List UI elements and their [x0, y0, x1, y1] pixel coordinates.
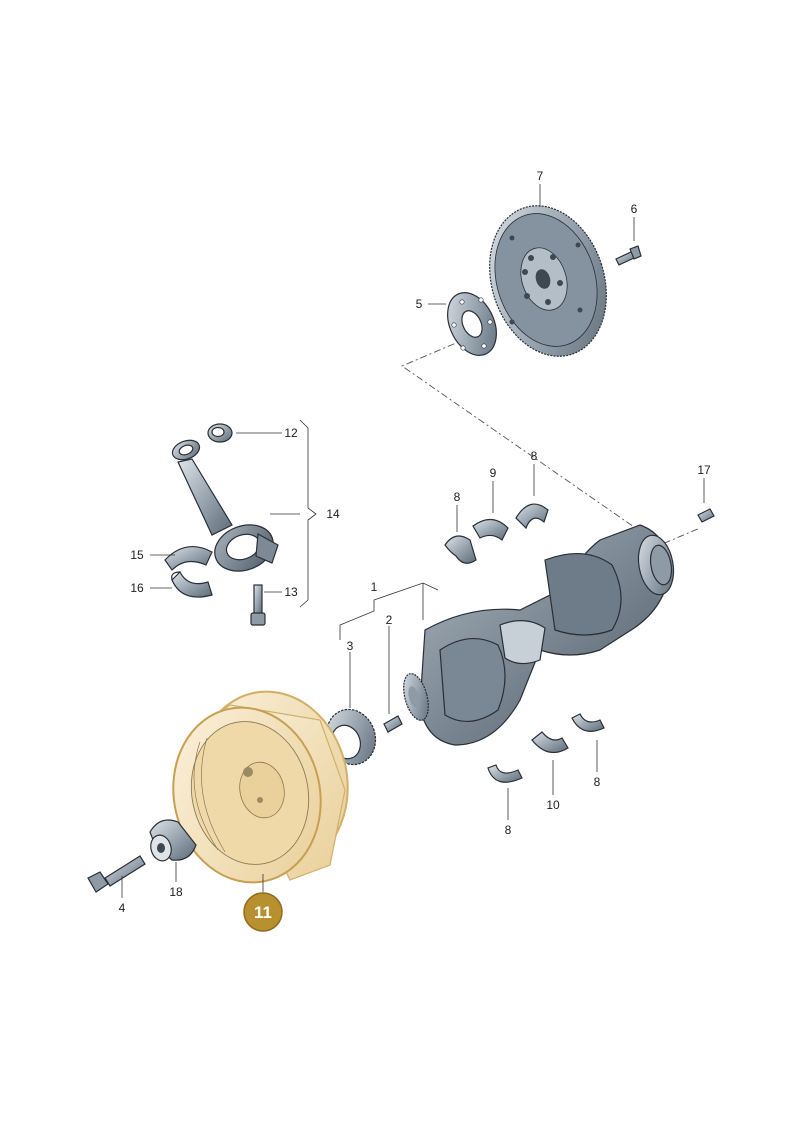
leader-lines — [121, 184, 705, 898]
vibration-damper[interactable] — [157, 677, 364, 896]
callout-3: 3 — [347, 639, 354, 653]
thrust-washer-8-bottom-right[interactable] — [571, 713, 605, 732]
assembly-lines — [401, 299, 701, 546]
callout-14: 14 — [326, 507, 340, 521]
damper-bolt[interactable] — [87, 855, 146, 893]
callout-8-bottom-right: 8 — [594, 775, 601, 789]
conrod-bolt[interactable] — [250, 584, 266, 626]
callout-8-bottom-left: 8 — [505, 823, 512, 837]
callout-13: 13 — [284, 585, 298, 599]
callout-9: 9 — [490, 466, 497, 480]
highlight-badge-label: 11 — [254, 903, 272, 922]
callout-2: 2 — [386, 613, 393, 627]
callout-4: 4 — [119, 901, 126, 915]
conrod-bearing-lower[interactable] — [171, 570, 213, 598]
callout-8-top-left: 8 — [454, 490, 461, 504]
callout-5: 5 — [416, 297, 423, 311]
thrust-washer-8-top-right[interactable] — [515, 503, 549, 530]
crankshaft[interactable] — [399, 524, 678, 746]
thrust-washer-8-top-left[interactable] — [444, 535, 477, 564]
intermediate-plate[interactable] — [438, 285, 506, 363]
flywheel-bolt[interactable] — [615, 245, 642, 266]
small-end-bush[interactable] — [207, 423, 233, 443]
thrust-washer-8-bottom-left[interactable] — [487, 764, 523, 783]
highlight-badge[interactable]: 11 — [243, 892, 283, 932]
callout-7: 7 — [537, 169, 544, 183]
callout-6: 6 — [631, 202, 638, 216]
main-bearing-shell-9[interactable] — [472, 518, 509, 541]
callout-18: 18 — [169, 885, 183, 899]
flywheel[interactable] — [471, 190, 625, 371]
conrod-bearing-upper[interactable] — [164, 545, 213, 571]
main-bearing-shell-10[interactable] — [531, 731, 569, 754]
callout-16: 16 — [130, 581, 144, 595]
callout-15: 15 — [130, 548, 144, 562]
callout-12: 12 — [284, 426, 298, 440]
callout-8-top-right: 8 — [531, 449, 538, 463]
callout-1: 1 — [371, 580, 378, 594]
crankshaft-key[interactable] — [383, 715, 403, 733]
callout-10: 10 — [546, 798, 560, 812]
dowel-pin[interactable] — [697, 508, 715, 523]
spacer-washer[interactable] — [148, 819, 197, 863]
connecting-rod[interactable] — [170, 437, 280, 579]
callout-17: 17 — [697, 463, 711, 477]
callout-labels: 1 2 3 4 5 6 7 8 8 8 8 9 10 12 13 14 15 1… — [119, 169, 711, 915]
